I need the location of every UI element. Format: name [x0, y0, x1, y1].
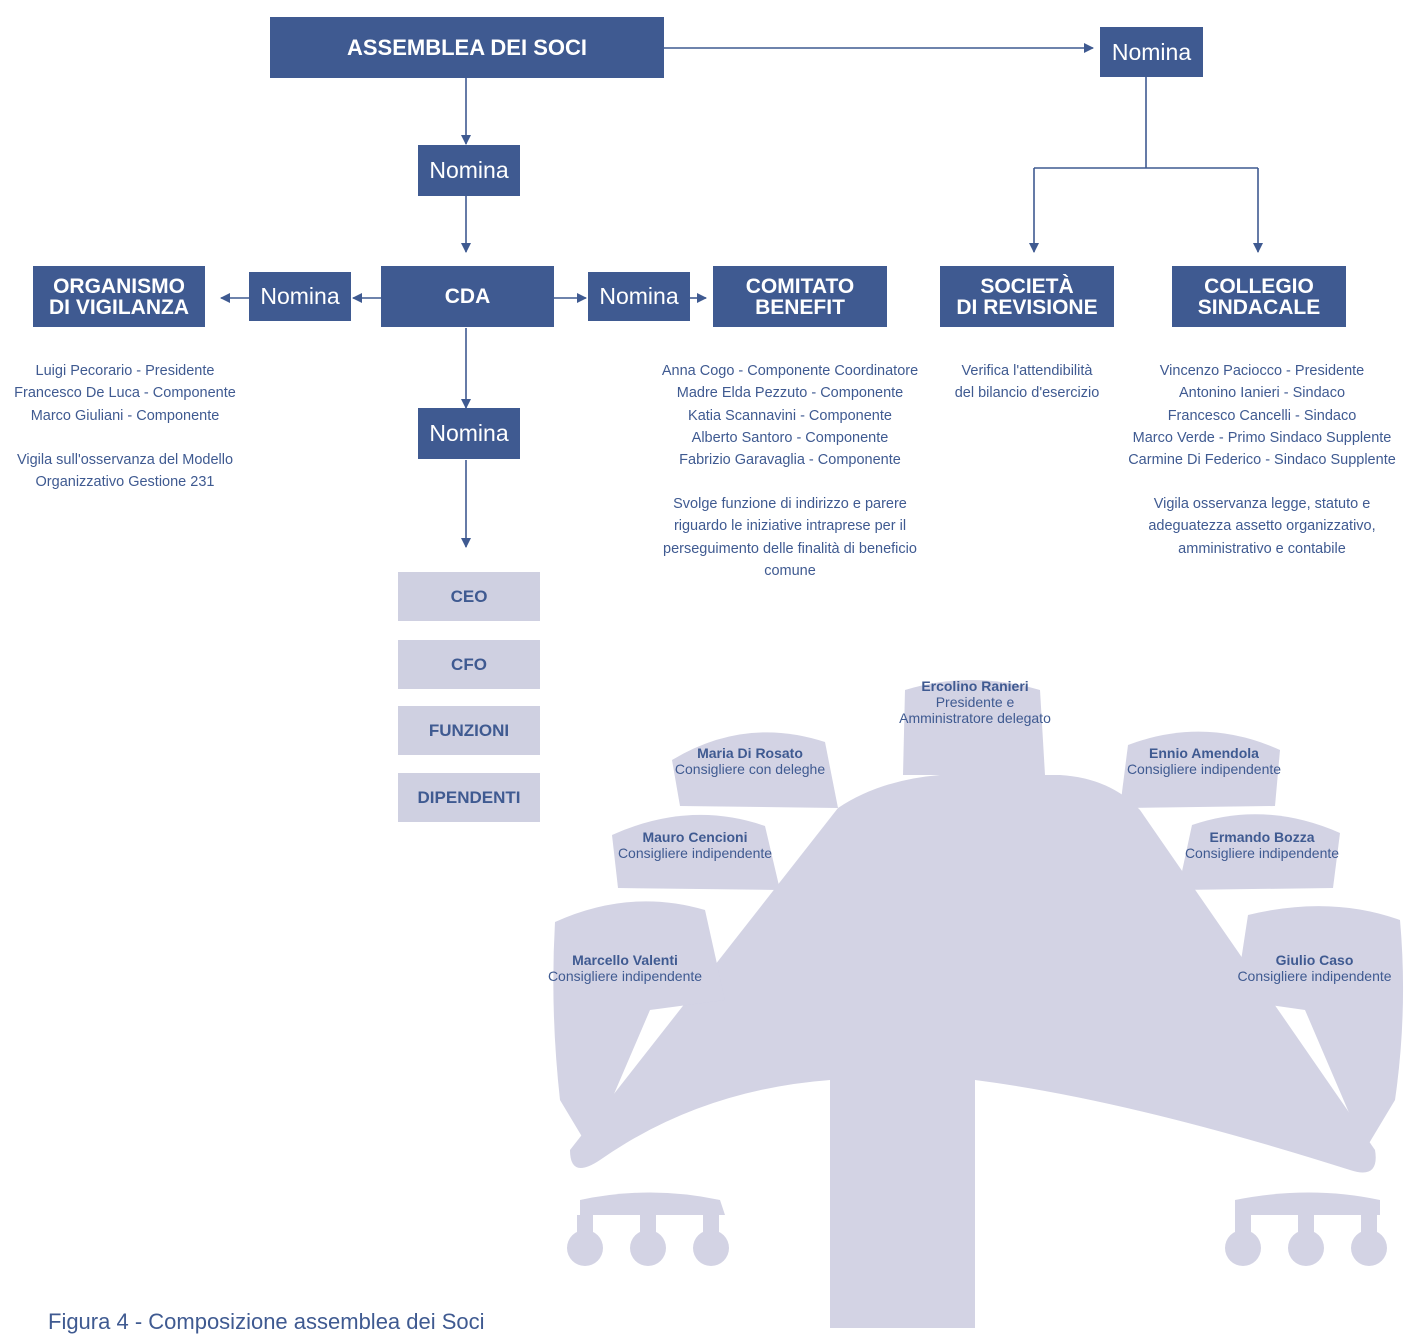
odv-description: Vigila sull'osservanza del Modello Organ…	[16, 452, 234, 491]
seat-rosato	[672, 732, 838, 808]
board-member-valenti: Marcello Valenti Consigliere indipendent…	[547, 952, 703, 984]
comitato-description: Svolge funzione di indirizzo e parere ri…	[663, 496, 917, 579]
nomina-box-top: Nomina	[418, 145, 520, 196]
boardroom-illustration	[553, 680, 1404, 1328]
table-frame	[570, 775, 1376, 1328]
funzioni-box: FUNZIONI	[398, 706, 540, 755]
comitato-members: Anna Cogo - Componente Coordinatore Madr…	[661, 363, 919, 469]
societa-description: Verifica l'attendibilità del bilancio d'…	[954, 363, 1100, 402]
figure-caption: Figura 4 - Composizione assemblea dei So…	[48, 1309, 485, 1334]
seat-bozza	[1178, 814, 1340, 890]
seat-cencioni	[612, 814, 780, 890]
nomina-box-odv: Nomina	[249, 272, 351, 321]
connector-lines	[220, 43, 1263, 548]
odv-members: Luigi Pecorario - Presidente Francesco D…	[14, 363, 236, 424]
seat-ranieri	[903, 680, 1045, 775]
cfo-box: CFO	[398, 640, 540, 689]
nomina-box-comitato: Nomina	[588, 272, 690, 321]
board-member-cencioni: Mauro Cencioni Consigliere indipendente	[617, 829, 773, 861]
seat-amendola	[1120, 731, 1280, 808]
board-member-caso: Giulio Caso Consigliere indipendente	[1237, 952, 1392, 984]
assemblea-box: ASSEMBLEA DEI SOCI	[270, 17, 664, 78]
ceo-box: CEO	[398, 572, 540, 621]
board-member-amendola: Ennio Amendola Consigliere indipendente	[1126, 745, 1282, 777]
nomina-box-right: Nomina	[1100, 27, 1203, 77]
board-member-rosato: Maria Di Rosato Consigliere con deleghe	[674, 745, 826, 777]
nomina-box-cda: Nomina	[418, 408, 520, 459]
seat-caso	[1235, 906, 1404, 1150]
chair-base-right	[1235, 1192, 1380, 1215]
collegio-description: Vigila osservanza legge, statuto e adegu…	[1148, 496, 1376, 557]
seat-valenti	[553, 901, 725, 1150]
board-member-ranieri: Ercolino Ranieri Presidente e Amministra…	[899, 678, 1051, 726]
dipendenti-box: DIPENDENTI	[398, 773, 540, 822]
chair-base-left	[580, 1192, 725, 1215]
board-member-bozza: Ermando Bozza Consigliere indipendente	[1184, 829, 1340, 861]
cda-box: CDA	[381, 266, 554, 327]
collegio-members: Vincenzo Paciocco - Presidente Antonino …	[1128, 363, 1396, 469]
